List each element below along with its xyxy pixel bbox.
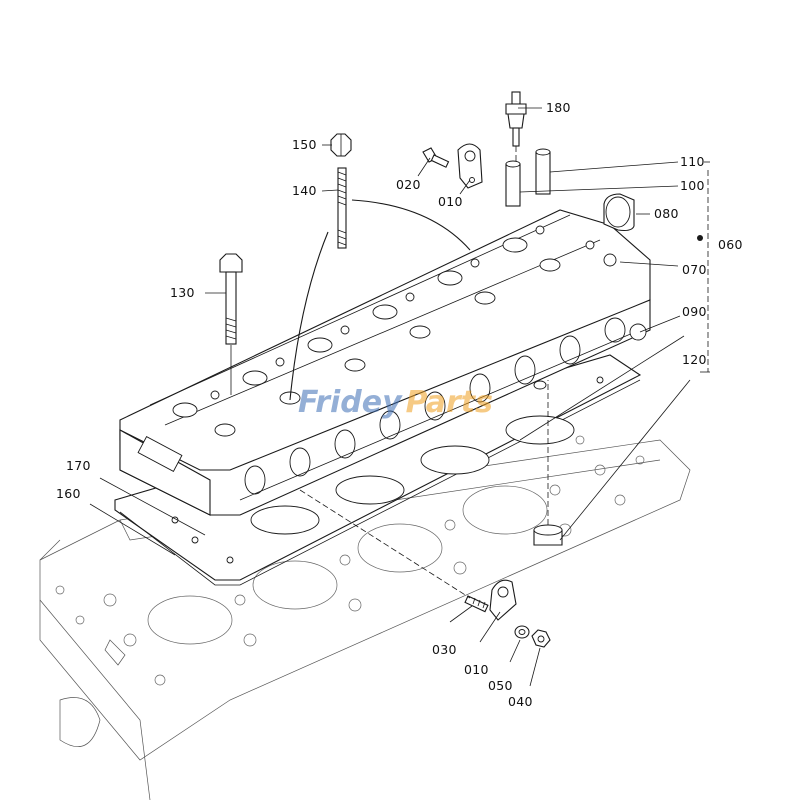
leader-lines [89, 107, 710, 687]
part-080-plug [603, 193, 635, 232]
cylinder-head [119, 209, 651, 516]
label-120: 120 [682, 352, 707, 367]
label-090: 090 [682, 304, 707, 319]
label-160: 160 [56, 486, 81, 501]
label-010-bottom: 010 [464, 662, 489, 677]
label-170: 170 [66, 458, 91, 473]
label-070: 070 [682, 262, 707, 277]
part-140-stud [337, 167, 347, 249]
label-060: 060 [718, 237, 743, 252]
part-040-nut [531, 629, 551, 648]
label-140: 140 [292, 183, 317, 198]
label-080: 080 [654, 206, 679, 221]
engine-block [39, 435, 691, 800]
label-050: 050 [488, 678, 513, 693]
gasket-bores [250, 415, 575, 535]
head-top-ports [172, 225, 617, 437]
block-bores [147, 485, 548, 645]
label-150: 150 [292, 137, 317, 152]
part-010-top-bracket [457, 143, 483, 189]
part-120-plug [533, 380, 563, 546]
part-010-bottom-bracket [489, 579, 517, 621]
part-030-stud [464, 595, 489, 613]
part-110-sleeve [535, 148, 551, 195]
label-100: 100 [680, 178, 705, 193]
label-130: 130 [170, 285, 195, 300]
part-100-sleeve [505, 160, 521, 207]
part-180-sensor [505, 91, 527, 200]
part-050-washer [514, 625, 530, 639]
block-small-holes [55, 435, 645, 686]
part-060-marker [697, 235, 703, 241]
label-180: 180 [546, 100, 571, 115]
part-130-bolt [219, 253, 243, 345]
head-gasket [114, 354, 642, 586]
head-side-ports [239, 317, 641, 501]
label-040: 040 [508, 694, 533, 709]
label-030: 030 [432, 642, 457, 657]
part-020-screw [422, 147, 450, 168]
part-labels: 180 150 140 130 020 010 110 100 080 060 … [56, 100, 743, 709]
label-020: 020 [396, 177, 421, 192]
label-010-top: 010 [438, 194, 463, 209]
part-150-nut [330, 133, 352, 157]
label-110: 110 [680, 154, 705, 169]
